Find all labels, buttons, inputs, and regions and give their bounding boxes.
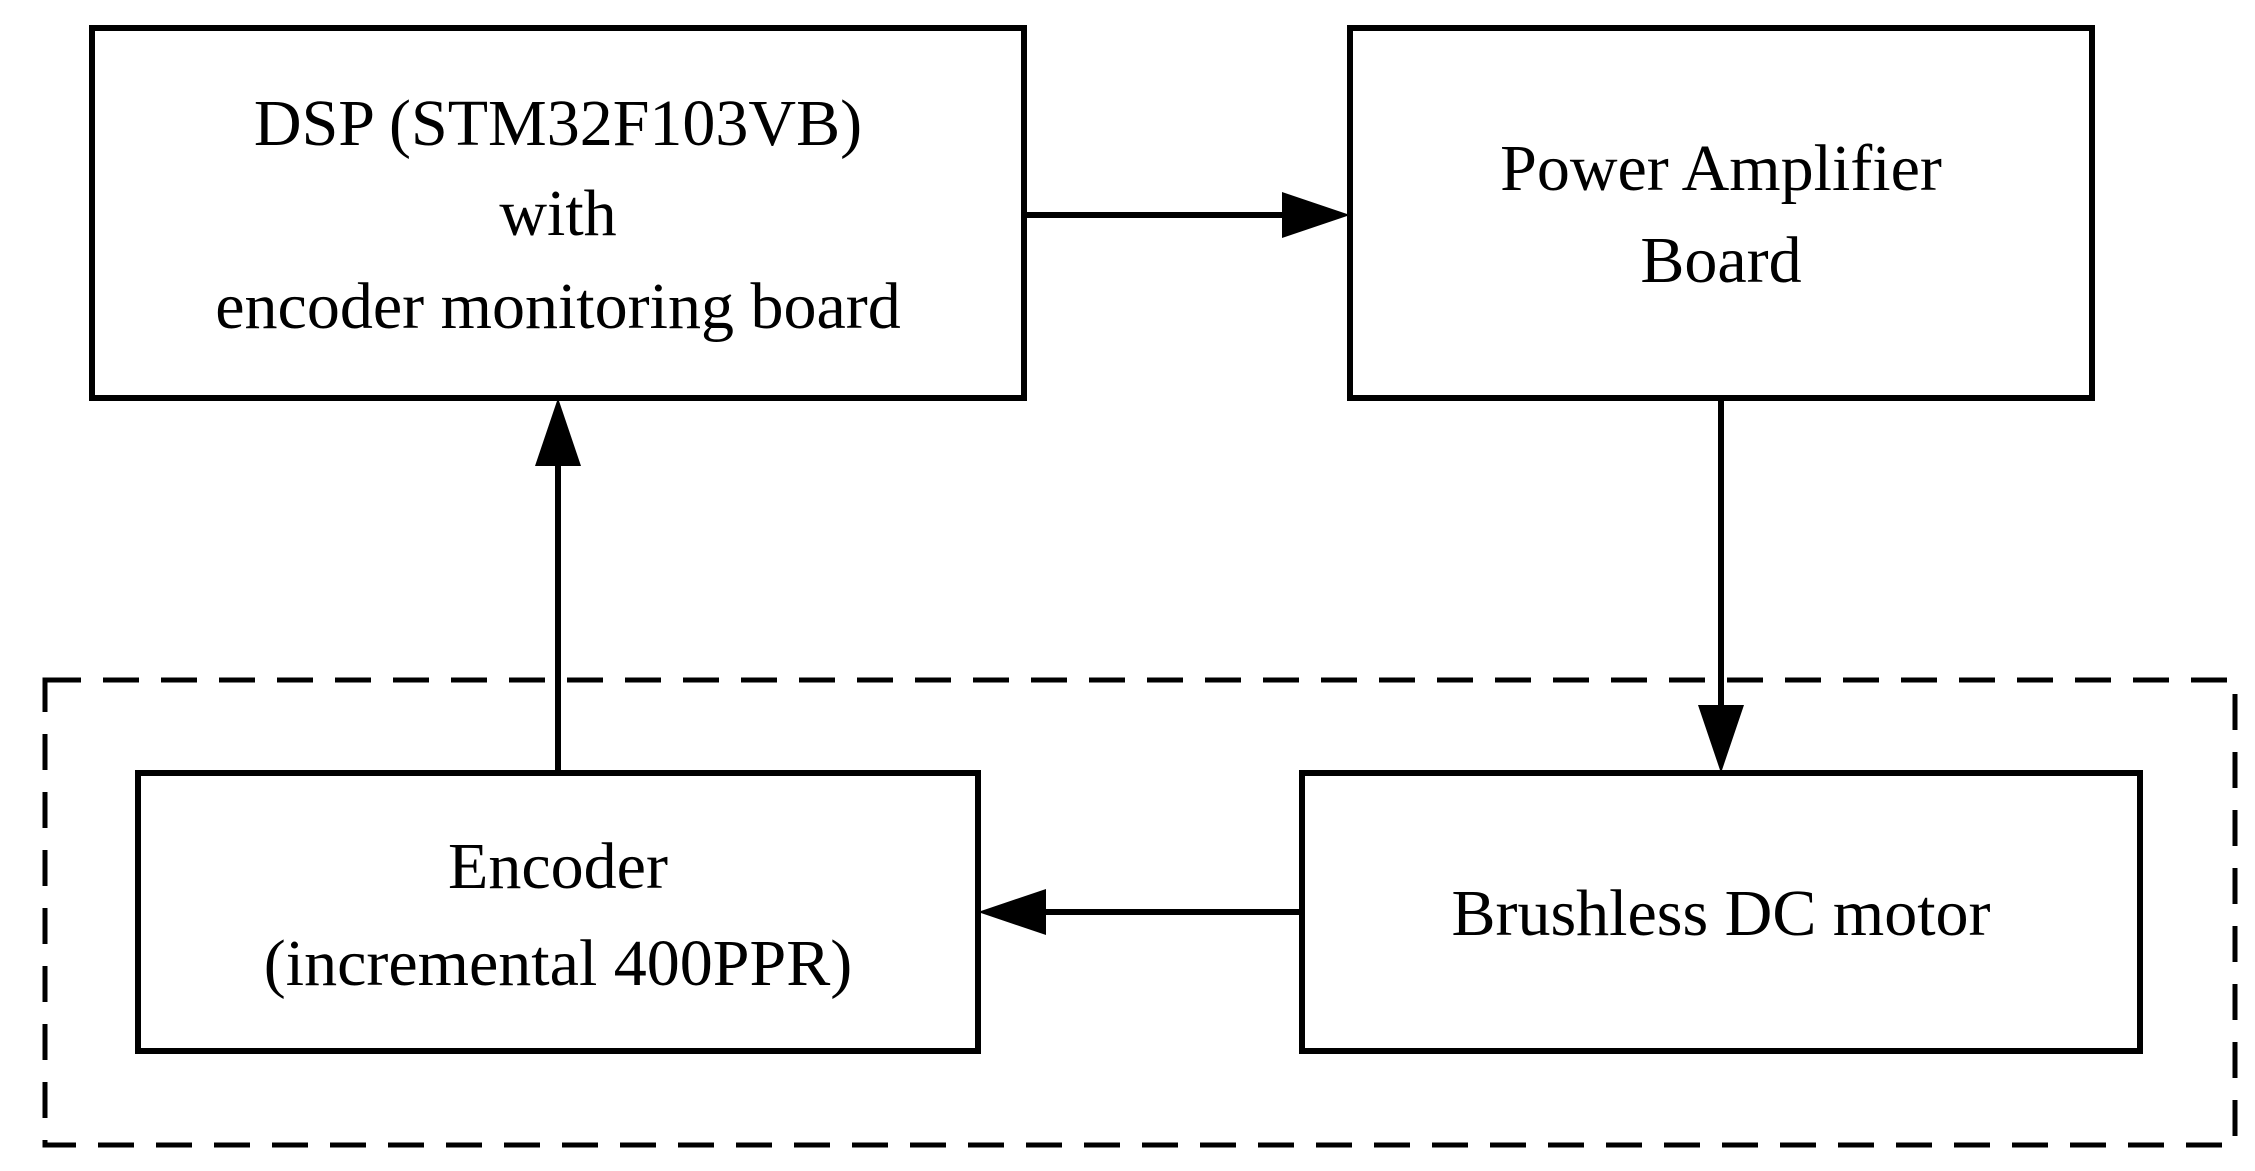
arrow-motor-to-encoder bbox=[978, 889, 1302, 935]
motor-block-box bbox=[1299, 770, 2143, 1054]
power-amplifier-block-line-1: Power Amplifier bbox=[1500, 132, 1942, 205]
dsp-block-line-3: encoder monitoring board bbox=[215, 270, 900, 343]
encoder-block-line-1: Encoder bbox=[448, 830, 668, 903]
dsp-block-line-2: with bbox=[499, 177, 616, 250]
motor-block: Brushless DC motor bbox=[1299, 770, 2143, 1054]
arrow-dsp-to-power-amplifier bbox=[1024, 192, 1350, 238]
arrow-power-amplifier-to-motor bbox=[1698, 398, 1744, 773]
dsp-block: DSP (STM32F103VB) with encoder monitorin… bbox=[89, 25, 1027, 401]
motor-assembly-group bbox=[42, 677, 2238, 1148]
dsp-block-line-1: DSP (STM32F103VB) bbox=[254, 87, 862, 160]
power-amplifier-block-line-2: Board bbox=[1640, 224, 1801, 297]
power-amplifier-block: Power Amplifier Board bbox=[1347, 25, 2095, 401]
encoder-block: Encoder (incremental 400PPR) bbox=[135, 770, 981, 1054]
arrow-encoder-to-dsp bbox=[535, 398, 581, 773]
power-amplifier-block-box bbox=[1347, 25, 2095, 401]
motor-block-line-1: Brushless DC motor bbox=[1451, 877, 1990, 950]
encoder-block-line-2: (incremental 400PPR) bbox=[264, 927, 852, 1000]
encoder-block-box bbox=[135, 770, 981, 1054]
